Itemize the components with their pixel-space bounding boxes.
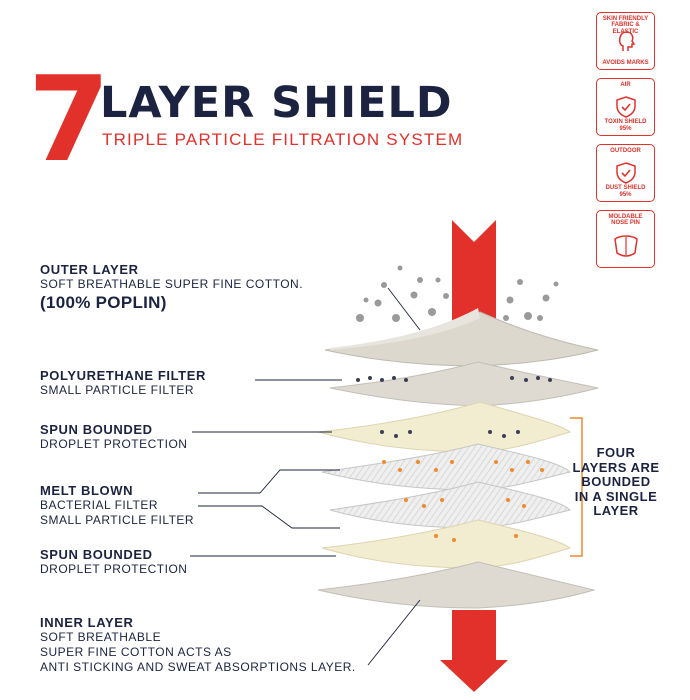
badge-bottom-text: AVOIDS MARKS [602, 59, 649, 66]
airflow-arrow-top [452, 220, 496, 330]
melt-blown-layer-sheet-1 [321, 443, 571, 491]
spun-bounded-title: SPUN BOUNDED [40, 422, 153, 437]
melt-blown-layer-sheet-2 [329, 481, 571, 529]
shield-check-icon [616, 96, 636, 118]
face-profile-icon [618, 31, 636, 51]
small-particles [356, 376, 552, 438]
outer-layer-title: OUTER LAYER [40, 262, 139, 277]
four-layers-note: FOUR LAYERS ARE BOUNDED IN A SINGLE LAYE… [568, 445, 664, 519]
inner-layer-label: INNER LAYER SOFT BREATHABLE SUPER FINE C… [40, 615, 356, 675]
melt-blown-title: MELT BLOWN [40, 483, 134, 498]
droplet-particles [382, 460, 544, 542]
badge-nose-pin: MOLDABLE NOSE PIN [596, 210, 655, 268]
nose-pin-icon [614, 235, 638, 257]
page-title: LAYER SHIELD [100, 78, 453, 128]
big-seven-numeral: 7 [28, 50, 111, 188]
polyurethane-desc: SMALL PARTICLE FILTER [40, 383, 195, 397]
badge-top-text: OUTDOOR [610, 148, 641, 154]
four-layers-bracket [570, 417, 583, 557]
outer-layer-label: OUTER LAYER SOFT BREATHABLE SUPER FINE C… [40, 262, 303, 313]
badge-outdoor-dust: OUTDOOR DUST SHIELD 95% [596, 144, 655, 202]
leader-lines [190, 287, 421, 666]
spun-bounded-layer-sheet [317, 401, 572, 453]
shield-check-icon [616, 162, 636, 184]
airflow-arrow-bottom [440, 610, 508, 692]
melt-blown-label: MELT BLOWN BACTERIAL FILTER SMALL PARTIC… [40, 483, 194, 528]
four-layers-line: IN A SINGLE [574, 488, 658, 504]
polyurethane-layer-sheet [329, 361, 599, 407]
badge-air-toxin: AIR TOXIN SHIELD 95% [596, 78, 655, 136]
badge-bottom-text: DUST SHIELD 95% [605, 185, 646, 198]
dust-particles [356, 265, 559, 322]
badge-top-text: AIR [620, 82, 631, 88]
page-subtitle: TRIPLE PARTICLE FILTRATION SYSTEM [102, 130, 464, 149]
outer-layer-desc: SOFT BREATHABLE SUPER FINE COTTON. [40, 277, 304, 291]
spun-bounded-title: SPUN BOUNDED [40, 547, 153, 562]
four-layers-line: LAYER [593, 503, 639, 519]
melt-blown-desc-1: BACTERIAL FILTER [40, 498, 159, 512]
four-layers-line: BOUNDED [581, 474, 651, 490]
spun-bounded-label-2: SPUN BOUNDED DROPLET PROTECTION [40, 547, 187, 577]
inner-layer-desc-3: ANTI STICKING AND SWEAT ABSORPTIONS LAYE… [40, 660, 356, 674]
badge-bottom-text: TOXIN SHIELD 95% [604, 119, 647, 132]
four-layers-line: LAYERS ARE [572, 459, 660, 475]
inner-layer-sheet [317, 561, 596, 609]
four-layers-line: FOUR [596, 445, 636, 460]
polyurethane-filter-label: POLYURETHANE FILTER SMALL PARTICLE FILTE… [40, 368, 206, 398]
spun-bounded-desc: DROPLET PROTECTION [40, 437, 188, 451]
polyurethane-title: POLYURETHANE FILTER [40, 368, 206, 383]
outer-layer-note: (100% POPLIN) [40, 293, 167, 312]
inner-layer-title: INNER LAYER [40, 615, 134, 630]
spun-bounded-label-1: SPUN BOUNDED DROPLET PROTECTION [40, 422, 187, 452]
badge-skin-friendly: SKIN FRIENDLY FABRIC & ELASTIC AVOIDS MA… [596, 12, 655, 70]
spun-bounded-desc: DROPLET PROTECTION [40, 562, 188, 576]
melt-blown-desc-2: SMALL PARTICLE FILTER [40, 513, 195, 527]
badge-top-text: MOLDABLE NOSE PIN [608, 214, 643, 227]
inner-layer-desc-2: SUPER FINE COTTON ACTS AS [40, 645, 232, 659]
spun-bounded-layer-sheet-2 [321, 519, 572, 569]
inner-layer-desc-1: SOFT BREATHABLE [40, 630, 162, 644]
